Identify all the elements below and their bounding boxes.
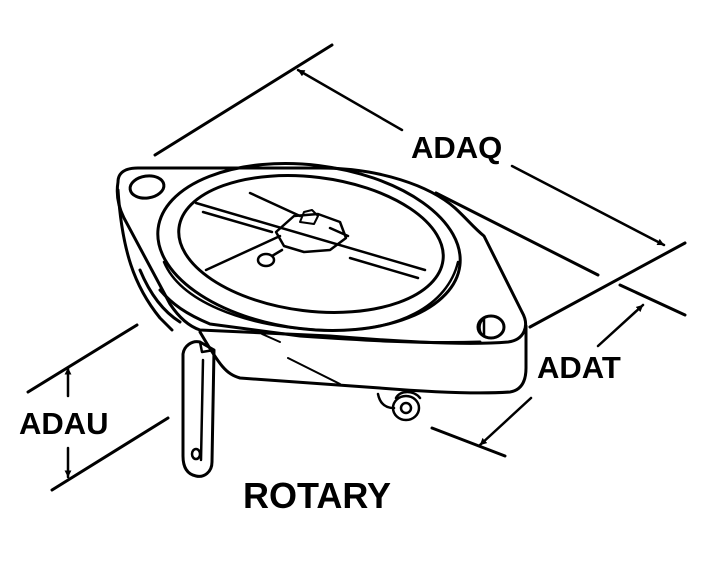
plate-front-skirt (198, 324, 528, 395)
disc-shaft (204, 234, 282, 272)
dimension-arrow (478, 396, 533, 447)
circular-housing (156, 162, 462, 332)
extension-line (430, 426, 507, 458)
disc-shaft (248, 191, 302, 218)
extension-line (434, 191, 600, 277)
mounting-hole-left (128, 174, 166, 200)
mounting-bracket (181, 340, 216, 478)
dimension-label-adau: ADAU (19, 406, 109, 441)
disc-edge (201, 210, 274, 234)
disc-edge (348, 256, 420, 280)
part-title: ROTARY (243, 475, 391, 516)
plate-left-skirt (116, 188, 174, 332)
dimension-adat (430, 191, 687, 458)
dimension-arrow (296, 68, 404, 132)
pivot-ball (256, 252, 276, 268)
underside-fitting (376, 390, 422, 422)
dimension-adaq (153, 43, 687, 329)
dimension-label-adaq: ADAQ (411, 130, 503, 165)
rotary-disc (194, 191, 427, 280)
actuator-lever (274, 212, 348, 254)
housing-inner-rim (177, 174, 445, 314)
dimension-adau (26, 323, 170, 492)
disc-edge (194, 201, 427, 272)
bracket-arm (181, 340, 216, 478)
extension-line (50, 416, 170, 492)
bracket-hole (190, 447, 202, 461)
base-plate (115, 166, 528, 395)
extension-line (153, 43, 334, 157)
extension-line (26, 323, 139, 394)
housing-lip (162, 260, 460, 332)
extension-line (528, 241, 687, 329)
hidden-lines (261, 333, 341, 385)
dimension-label-adat: ADAT (537, 350, 621, 385)
mounting-hole-right (476, 314, 506, 340)
plate-inner-edge (158, 288, 482, 345)
dimension-arrow (510, 164, 666, 247)
extension-line (618, 283, 687, 317)
plate-bottom-edge (138, 268, 182, 324)
dimension-arrow (596, 303, 645, 348)
